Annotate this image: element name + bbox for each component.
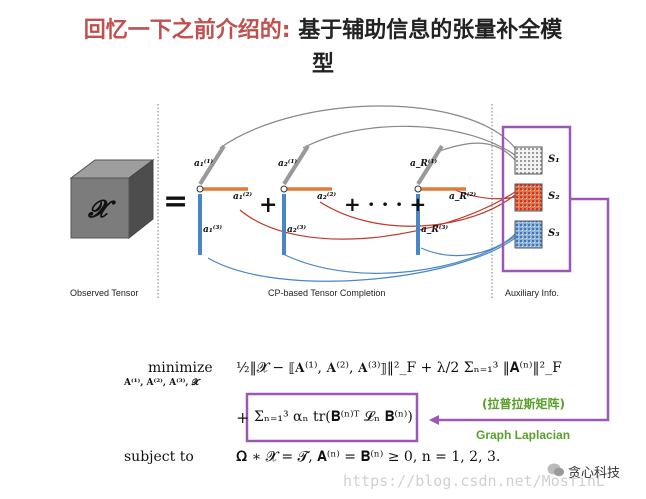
connection-curves — [207, 105, 516, 282]
curve-red-1 — [239, 191, 516, 240]
curve-blue-1 — [207, 237, 516, 282]
aux-arrow-path — [437, 197, 610, 422]
formula-term-1: ½‖𝓧 − ⟦𝐀⁽¹⁾, 𝐀⁽²⁾, 𝐀⁽³⁾⟧‖²_F + λ/2 Σₙ₌₁³… — [236, 360, 562, 376]
equals-sign: = — [163, 184, 189, 219]
label-cp-completion: CP-based Tensor Completion — [268, 288, 386, 298]
aux-matrix-s3 — [514, 220, 543, 249]
label-observed-tensor: Observed Tensor — [70, 288, 139, 298]
factor-label-ar3: a_R⁽³⁾ — [421, 225, 449, 235]
aux-label-s2: S₂ — [548, 191, 560, 202]
formula-subject-to: subject to — [124, 449, 194, 465]
title-part-2: 基于辅助信息的张量补全模 — [298, 18, 563, 43]
trace-term-box — [245, 392, 419, 443]
factor-label-ar1: a_R⁽¹⁾ — [410, 159, 438, 169]
factor-label-a22: a₂⁽²⁾ — [317, 192, 337, 202]
label-aux-info: Auxiliary Info. — [505, 288, 560, 298]
curve-blue-3 — [420, 233, 516, 256]
factor-label-a13: a₁⁽³⁾ — [203, 225, 223, 235]
observed-tensor-cube — [69, 159, 155, 240]
factor-label-a21: a₂⁽¹⁾ — [278, 159, 298, 169]
curve-red-2 — [319, 194, 516, 227]
ellipsis-plus: + · · · + — [344, 192, 427, 216]
formula-trace-term: Σₙ₌₁³ αₙ tr(𝐁⁽ⁿ⁾ᵀ 𝓛ₙ 𝐁⁽ⁿ⁾) — [254, 409, 413, 425]
formula-minimize: minimize — [148, 360, 213, 376]
curve-gray-2 — [302, 125, 516, 156]
formula-variables: 𝐀⁽¹⁾, 𝐀⁽²⁾, 𝐀⁽³⁾, 𝓧 — [124, 378, 199, 388]
plus-sign: + — [259, 192, 278, 218]
formula-term-2-prefix: + — [236, 408, 250, 427]
curve-gray-1 — [219, 105, 516, 149]
curve-gray-3 — [436, 142, 516, 161]
slide-title: 回忆一下之前介绍的: 基于辅助信息的张量补全模 型 — [0, 14, 646, 82]
factor-label-a23: a₂⁽³⁾ — [287, 225, 307, 235]
aux-matrix-s2 — [514, 183, 543, 212]
title-part-2-cont: 型 — [311, 52, 334, 77]
rank1-component-r — [414, 144, 466, 255]
curve-red-3 — [454, 189, 516, 200]
aux-arrow-head — [429, 415, 439, 425]
factor-label-a12: a₁⁽²⁾ — [233, 192, 253, 202]
factor-label-a11: a₁⁽¹⁾ — [194, 159, 214, 169]
annotation-english: Graph Laplacian — [476, 428, 571, 442]
wechat-icon — [547, 463, 564, 477]
aux-label-s3: S₃ — [548, 228, 560, 239]
aux-label-s1: S₁ — [548, 154, 560, 165]
tensor-symbol: 𝓧 — [88, 194, 108, 223]
rank1-component-1 — [196, 144, 248, 255]
logo-text: 贪心科技 — [568, 466, 621, 481]
rank1-component-2 — [280, 144, 332, 255]
formula-constraint: 𝛀 ∗ 𝓧 = 𝓣, 𝐀⁽ⁿ⁾ = 𝐁⁽ⁿ⁾ ≥ 0, n = 1, 2, 3. — [236, 449, 501, 465]
title-part-1: 回忆一下之前介绍的: — [83, 18, 291, 43]
annotation-chinese: (拉普拉斯矩阵) — [482, 397, 565, 411]
factor-label-ar2: a_R⁽²⁾ — [449, 192, 477, 202]
aux-matrix-s1 — [514, 146, 543, 175]
curve-blue-2 — [284, 235, 516, 274]
watermark: https://blog.csdn.net/MosfinL — [343, 472, 605, 490]
